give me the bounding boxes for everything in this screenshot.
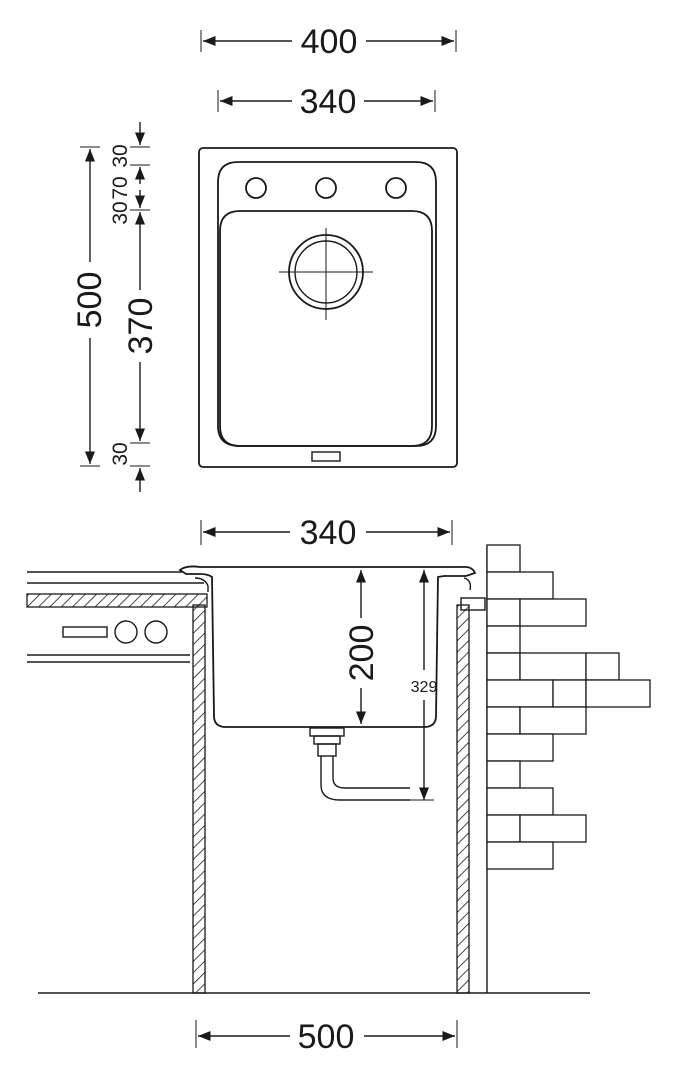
dim-total-height: 329: [410, 570, 438, 801]
appliance-panel: [62, 620, 168, 644]
cabinet-left-wall: [192, 604, 206, 994]
dim-cabinet-width: 500: [195, 1018, 458, 1056]
sink-inner-rim: [217, 161, 437, 447]
overall-width-label: 400: [301, 23, 358, 61]
bowl-depth-label: 370: [122, 298, 160, 355]
countertop: [26, 571, 208, 663]
wall-mount-bracket: [460, 597, 486, 611]
bowl-outline: [219, 210, 433, 447]
sink-profile: [178, 565, 477, 728]
tap-hole-center: [315, 177, 337, 199]
side-view: 340: [26, 514, 651, 1056]
bowl-width-label: 340: [300, 83, 357, 121]
tap-hole-right: [385, 177, 407, 199]
dim-overall-width: 400: [200, 23, 457, 61]
cabinet-width-label: 500: [298, 1018, 355, 1056]
segment-bottom-label: 30: [109, 442, 132, 465]
total-height-label: 329: [411, 679, 438, 696]
cutout-width-label: 340: [300, 514, 357, 552]
dim-bowl-height: 200: [343, 570, 381, 724]
top-view: 400 340 500: [71, 23, 458, 492]
dim-segments: 30 70 370 30 30: [109, 122, 160, 492]
segment-second-label: 30: [109, 201, 132, 224]
brick-wall: [486, 544, 651, 993]
drain-hole: [279, 228, 373, 320]
sink-outer-rim: [198, 147, 458, 468]
overall-depth-label: 500: [71, 272, 109, 329]
tap-hole-left: [245, 177, 267, 199]
cabinet-right-wall: [456, 604, 470, 994]
overflow-slot: [311, 451, 341, 462]
segment-taps-label: 70: [109, 176, 132, 199]
segment-top-label: 30: [109, 144, 132, 167]
dim-overall-depth: 500: [71, 146, 109, 467]
dim-bowl-width: 340: [217, 83, 436, 121]
drain-pipe: [309, 727, 410, 801]
bowl-height-label: 200: [343, 625, 381, 682]
dim-cutout-width: 340: [200, 514, 453, 552]
